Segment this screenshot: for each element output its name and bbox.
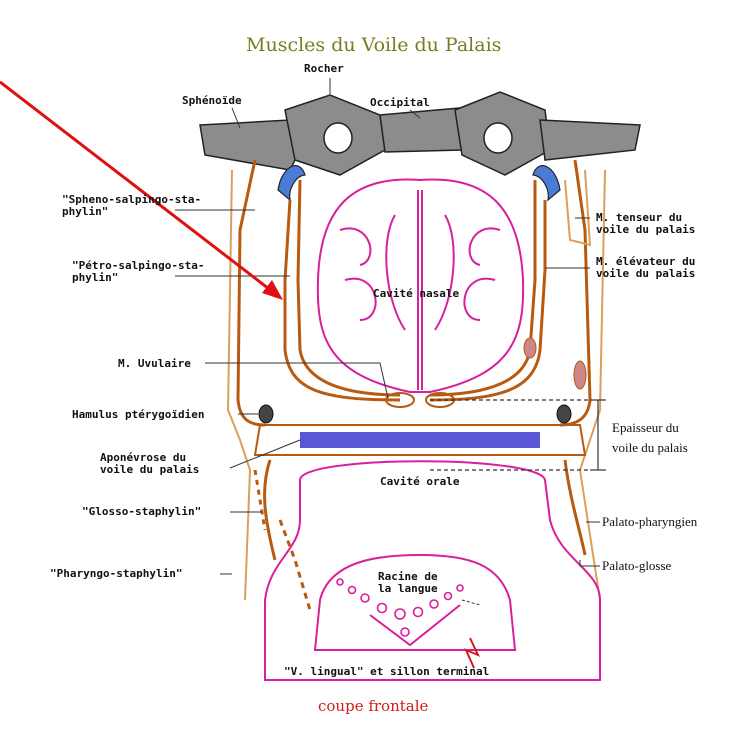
turbinate-l3 [385, 214, 406, 331]
label-cavite-nasale: Cavité nasale [373, 287, 460, 300]
label-glosso-staphylin: "Glosso-staphylin" [82, 505, 202, 518]
papilla [347, 585, 357, 595]
soft-palate [253, 424, 587, 456]
papilla [443, 591, 453, 601]
leader-uvulaire [205, 362, 389, 399]
glosso-dashed [253, 469, 267, 531]
leader-lines [175, 78, 600, 606]
turbinate-r1 [468, 227, 501, 266]
palato-right [563, 459, 587, 556]
label-uvulaire: M. Uvulaire [118, 357, 191, 370]
sphenoid-bone [199, 119, 301, 171]
papillae [336, 578, 464, 637]
bone-right-wing [539, 119, 641, 161]
turbinate-r2 [463, 277, 496, 321]
foramen-right [483, 122, 513, 154]
muscle-right-inner [429, 200, 547, 402]
muscle-right-outer [559, 159, 592, 427]
label-occipital: Occipital [370, 96, 430, 109]
v-lingual [369, 604, 461, 647]
muscle-light [226, 169, 606, 601]
tube-right [532, 165, 561, 202]
oral-cavity [264, 460, 601, 681]
label-palato-pharyngien: Palato-pharyngien [602, 514, 698, 529]
label-petro-salpingo: "Pétro-salpingo-sta- phylin" [72, 259, 205, 284]
light-left [226, 169, 252, 601]
epaisseur-bracket [430, 399, 606, 471]
hamulus-right [556, 404, 572, 424]
leader-palato-glosse [579, 560, 600, 567]
label-pharyngo-staphylin: "Pharyngo-staphylin" [50, 567, 183, 580]
leader-racine [461, 599, 481, 606]
hamulus-left [258, 404, 274, 424]
arrow-head [262, 280, 283, 300]
papilla [394, 608, 406, 620]
tensor-right [564, 169, 592, 247]
muscle-left-outer [236, 159, 266, 427]
papilla [429, 599, 439, 609]
label-tenseur: M. tenseur du voile du palais [596, 211, 696, 236]
arrow-shaft [0, 80, 274, 294]
occipital-bone [379, 107, 463, 153]
papilla [456, 584, 464, 592]
skull-base [199, 91, 641, 202]
label-spheno-salpingo: "Spheno-salpingo-sta- phylin" [62, 193, 202, 218]
label-sphenoide: Sphénoïde [182, 94, 242, 107]
turbinate-l1 [339, 227, 372, 266]
muscle-left-inner2 [296, 179, 401, 397]
aponeurosis [300, 432, 540, 448]
label-epaisseur: Epaisseur du voile du palais [612, 420, 688, 455]
turbinate-r3 [434, 214, 455, 331]
uvula-knob-left [523, 337, 537, 359]
palato-left [263, 459, 277, 561]
foramen-left [323, 122, 353, 154]
nasal-outline [316, 178, 525, 393]
papilla [400, 627, 410, 637]
label-aponevrose: Aponévrose du voile du palais [100, 451, 200, 476]
label-rocher: Rocher [304, 62, 344, 75]
pharyngo-dashed [278, 519, 312, 611]
uvula-knob-right [573, 360, 587, 390]
oral-outline [264, 460, 601, 681]
red-arrow [0, 80, 283, 300]
muscles [236, 159, 592, 611]
label-cavite-orale: Cavité orale [380, 475, 460, 488]
turbinate-l2 [344, 277, 377, 321]
label-elevateur: M. élévateur du voile du palais [596, 255, 696, 280]
label-hamulus: Hamulus ptérygoïdien [72, 408, 205, 421]
diagram-title: Muscles du Voile du Palais [246, 34, 502, 56]
leader-sphenoide [231, 107, 241, 129]
tube-left [277, 165, 306, 202]
nasal-cavity [316, 178, 525, 393]
tongue-outline [313, 553, 517, 651]
label-palato-glosse: Palato-glosse [602, 558, 672, 573]
sillon-terminal [464, 637, 481, 669]
papilla [360, 593, 370, 603]
uvula-left [385, 392, 415, 408]
leader-occipital [409, 109, 421, 119]
label-racine: Racine de la langue [378, 570, 438, 595]
leader-aponevrose [229, 439, 301, 469]
diagram-caption: coupe frontale [318, 697, 429, 715]
muscle-left-inner [283, 199, 401, 402]
papilla [412, 606, 424, 618]
label-v-lingual: "V. lingual" et sillon terminal [284, 665, 490, 678]
light-right [578, 169, 606, 601]
papilla [336, 578, 344, 586]
papilla [376, 602, 388, 614]
